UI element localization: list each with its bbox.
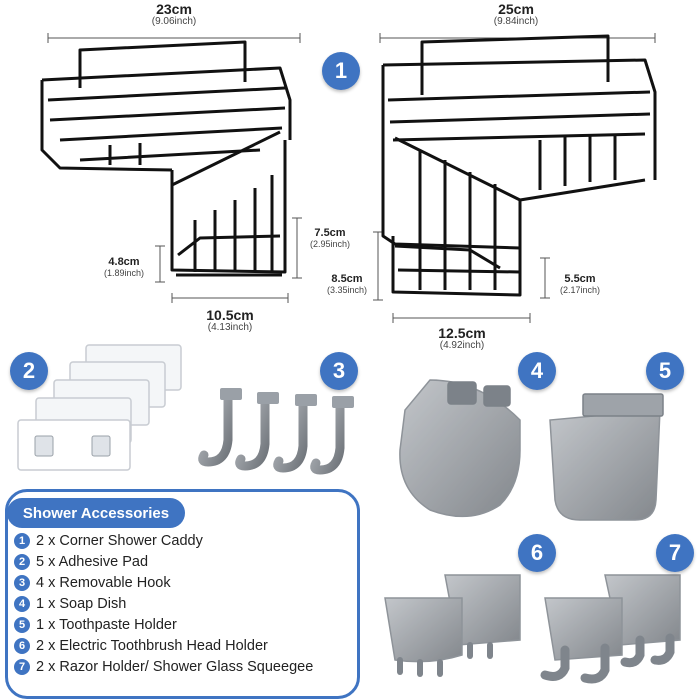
accessory-text: 2 x Corner Shower Caddy <box>36 533 203 549</box>
accessory-number: 4 <box>14 596 30 612</box>
accessory-number: 3 <box>14 575 30 591</box>
dim-cm: 25cm <box>498 1 534 17</box>
accessory-text: 1 x Soap Dish <box>36 596 127 612</box>
dim-right-depth: 12.5cm (4.92inch) <box>412 326 512 351</box>
badge-2: 2 <box>10 352 48 390</box>
accessory-item: 4 1 x Soap Dish <box>14 596 126 612</box>
accessory-item: 6 2 x Electric Toothbrush Head Holder <box>14 638 268 654</box>
accessory-text: 1 x Toothpaste Holder <box>36 617 177 633</box>
removable-hooks <box>198 393 345 475</box>
dim-left-depth: 10.5cm (4.13inch) <box>180 308 280 333</box>
accessory-text: 2 x Electric Toothbrush Head Holder <box>36 638 268 654</box>
dim-inch: (1.89inch) <box>103 267 145 278</box>
dim-inch: (2.17inch) <box>559 284 601 295</box>
dim-right-width: 25cm (9.84inch) <box>466 2 566 27</box>
dim-cm: 7.5cm <box>314 227 346 239</box>
dim-right-side-height: 8.5cm (3.35inch) <box>318 273 376 295</box>
dim-left-width: 23cm (9.06inch) <box>124 2 224 27</box>
corner-caddy-left <box>40 40 292 277</box>
dim-inch: (9.84inch) <box>493 15 539 27</box>
dim-cm: 23cm <box>156 1 192 17</box>
toothbrush-head-holders <box>384 574 521 663</box>
badge-4: 4 <box>518 352 556 390</box>
accessory-text: 5 x Adhesive Pad <box>36 554 149 570</box>
dim-inch: (2.95inch) <box>309 238 351 249</box>
toothbrush-holder-pegs <box>397 642 493 677</box>
accessory-number: 6 <box>14 638 30 654</box>
dim-left-inner-height: 7.5cm (2.95inch) <box>302 227 358 249</box>
accessory-item: 1 2 x Corner Shower Caddy <box>14 533 203 549</box>
razor-holder-hooks <box>540 633 675 684</box>
dimension-lines <box>47 33 656 323</box>
dim-inch: (4.92inch) <box>439 339 485 351</box>
dim-inch: (4.13inch) <box>207 321 253 333</box>
dim-cm: 8.5cm <box>331 273 363 285</box>
accessory-number: 1 <box>14 533 30 549</box>
adhesive-pads <box>17 344 182 471</box>
accessories-title: Shower Accessories <box>7 498 185 528</box>
badge-5: 5 <box>646 352 684 390</box>
accessory-item: 2 5 x Adhesive Pad <box>14 554 148 570</box>
accessory-number: 7 <box>14 659 30 675</box>
accessory-number: 2 <box>14 554 30 570</box>
accessory-item: 7 2 x Razor Holder/ Shower Glass Squeegee <box>14 659 313 675</box>
dim-inch: (9.06inch) <box>151 15 197 27</box>
soap-dish <box>399 379 521 518</box>
accessory-item: 5 1 x Toothpaste Holder <box>14 617 177 633</box>
badge-3: 3 <box>320 352 358 390</box>
accessory-text: 2 x Razor Holder/ Shower Glass Squeegee <box>36 659 314 675</box>
dim-inch: (3.35inch) <box>326 284 368 295</box>
toothpaste-holder <box>549 393 664 521</box>
corner-caddy-right <box>381 34 657 297</box>
accessory-number: 5 <box>14 617 30 633</box>
badge-1: 1 <box>322 52 360 90</box>
dim-cm: 5.5cm <box>564 273 596 285</box>
dim-cm: 10.5cm <box>206 307 254 323</box>
badge-7: 7 <box>656 534 694 572</box>
badge-6: 6 <box>518 534 556 572</box>
adhesive-hook-mounts <box>34 435 111 457</box>
accessory-text: 4 x Removable Hook <box>36 575 171 591</box>
dim-left-side-height: 4.8cm (1.89inch) <box>96 256 152 278</box>
accessory-item: 3 4 x Removable Hook <box>14 575 171 591</box>
dim-cm: 4.8cm <box>108 256 140 268</box>
dim-right-inner-height: 5.5cm (2.17inch) <box>550 273 610 295</box>
removable-hook-tops <box>220 388 354 408</box>
dim-cm: 12.5cm <box>438 325 486 341</box>
